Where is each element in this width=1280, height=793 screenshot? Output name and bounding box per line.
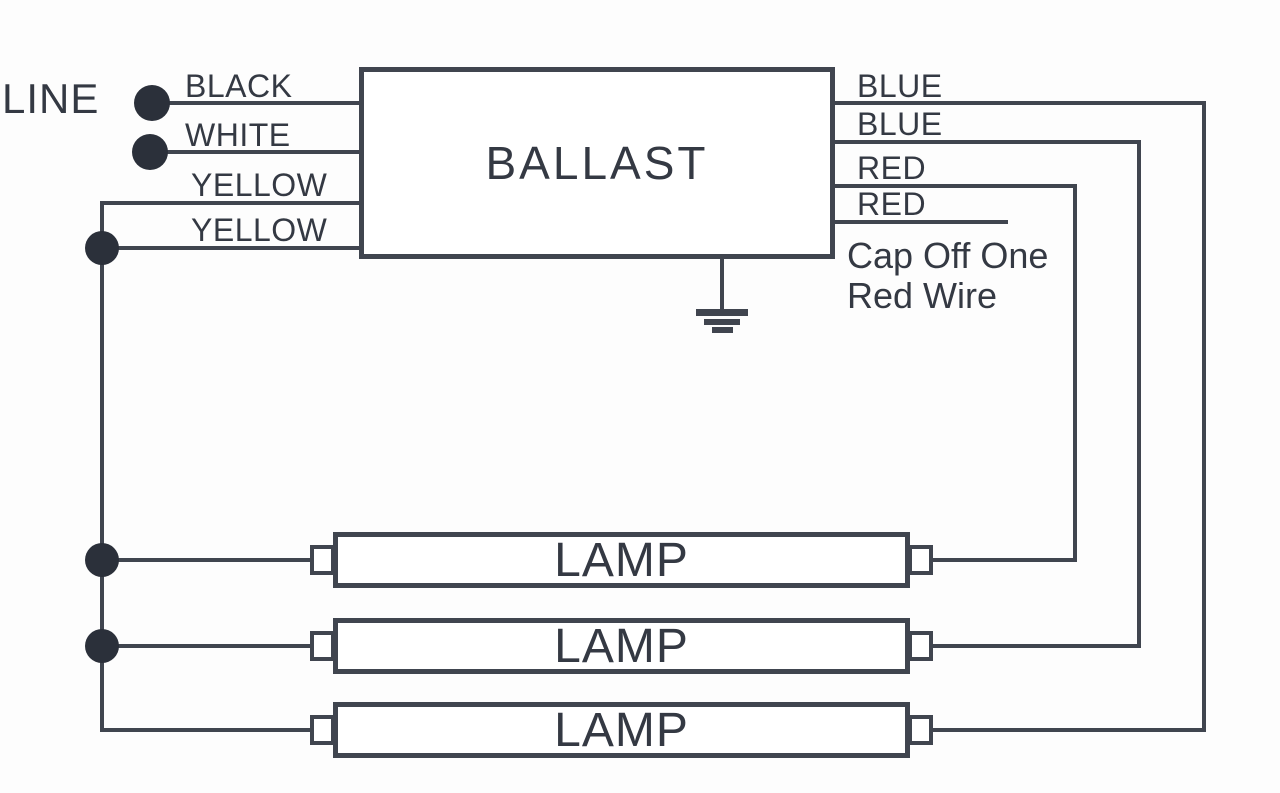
junction-dot-yellow <box>85 231 119 265</box>
lamp-1-left-wire <box>100 558 318 562</box>
lamp-2-right-pin <box>908 631 933 661</box>
lamp-3-left-pin <box>310 715 335 745</box>
lamp-2: LAMP <box>333 618 910 674</box>
blue-wire-1-label: BLUE <box>857 68 943 104</box>
red-wire-2-capped-stub <box>830 220 1008 224</box>
lamp-1-left-pin <box>310 545 335 575</box>
lamp-1-right-pin <box>908 545 933 575</box>
lamp-3-left-wire <box>100 728 318 732</box>
line-terminal-dot-white <box>132 134 168 170</box>
red-wire-2-label: RED <box>857 186 927 222</box>
lamp-2-left-wire <box>100 644 318 648</box>
ground-wire <box>720 257 724 311</box>
ground-bar-3 <box>712 327 733 333</box>
blue-wire-2 <box>830 140 1141 144</box>
black-wire-label: BLACK <box>185 68 293 104</box>
lamp-2-right-wire <box>926 644 1141 648</box>
blue-wire-1-riser <box>1202 101 1206 732</box>
blue-wire-2-label: BLUE <box>857 106 943 142</box>
cap-off-note: Cap Off One Red Wire <box>847 236 1048 316</box>
lamp-3-right-pin <box>908 715 933 745</box>
blue-wire-1 <box>830 101 1206 105</box>
cap-off-note-line-2: Red Wire <box>847 275 998 316</box>
black-wire <box>152 101 364 105</box>
ballast-box: BALLAST <box>359 67 835 259</box>
junction-dot-lamp-2 <box>85 629 119 663</box>
yellow-bus-wire <box>100 201 104 732</box>
red-wire-1 <box>830 184 1077 188</box>
white-wire-label: WHITE <box>185 117 291 153</box>
lamp-2-left-pin <box>310 631 335 661</box>
ground-bar-2 <box>704 319 740 325</box>
ballast-label: BALLAST <box>485 137 709 189</box>
lamp-3-label: LAMP <box>554 703 689 757</box>
lamp-3-right-wire <box>926 728 1206 732</box>
cap-off-note-line-1: Cap Off One <box>847 235 1049 276</box>
line-label: LINE <box>2 75 100 122</box>
line-terminal-dot-black <box>134 85 170 121</box>
junction-dot-lamp-1 <box>85 543 119 577</box>
lamp-3: LAMP <box>333 702 910 758</box>
lamp-1: LAMP <box>333 532 910 588</box>
lamp-1-right-wire <box>926 558 1077 562</box>
red-wire-1-riser <box>1073 184 1077 562</box>
lamp-1-label: LAMP <box>554 533 689 587</box>
ground-bar-1 <box>696 309 748 316</box>
yellow-wire-1 <box>100 201 364 205</box>
blue-wire-2-riser <box>1137 140 1141 648</box>
yellow-wire-2 <box>100 246 364 250</box>
yellow-wire-1-label: YELLOW <box>191 167 328 203</box>
lamp-2-label: LAMP <box>554 619 689 673</box>
red-wire-1-label: RED <box>857 150 927 186</box>
white-wire <box>150 150 364 154</box>
yellow-wire-2-label: YELLOW <box>191 212 328 248</box>
